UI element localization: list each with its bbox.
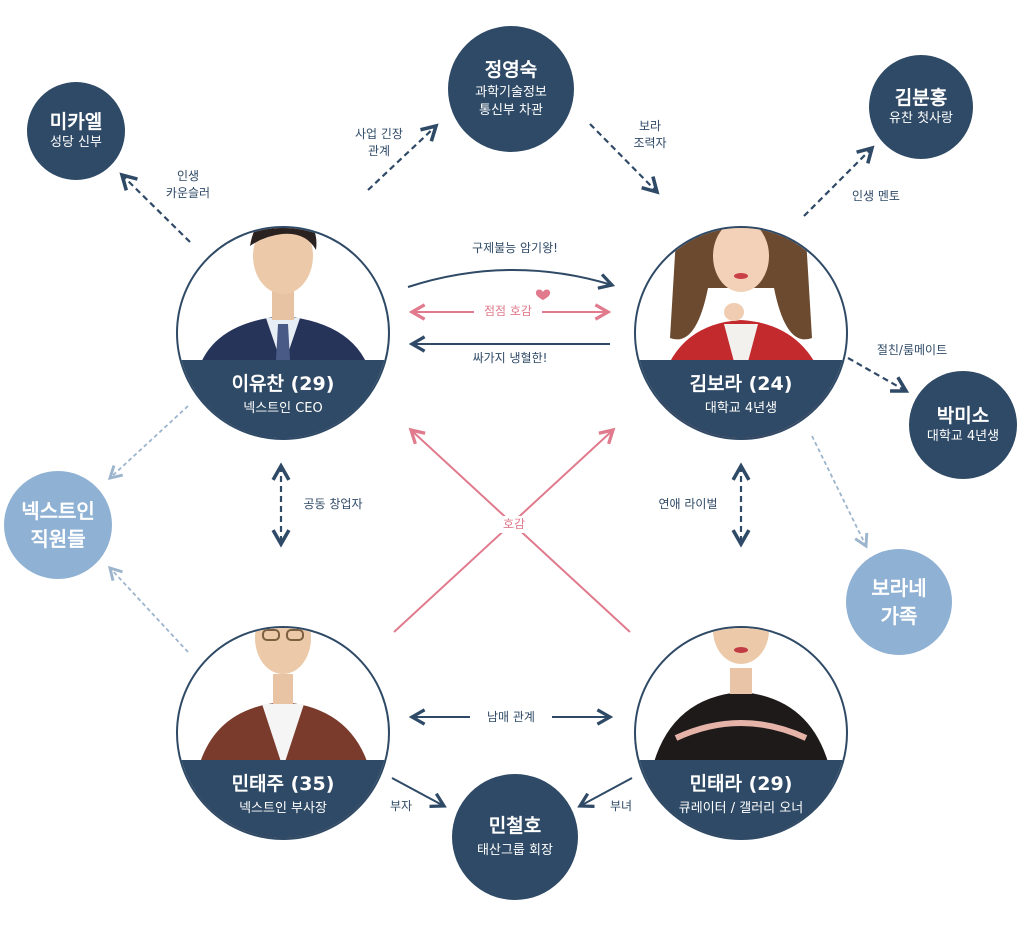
arrow-yoochan-staff — [107, 405, 189, 480]
label-love-rival: 연애 라이벌 — [658, 497, 718, 511]
node-michael: 미카엘 성당 신부 — [27, 82, 125, 180]
arrow-bora-miso — [847, 357, 910, 393]
label-best-friend: 절친/룸메이트 — [876, 343, 948, 357]
node-youngsook: 정영숙 과학기술정보 통신부 차관 — [448, 26, 574, 152]
node-cheolho-name: 민철호 — [488, 815, 542, 837]
node-miso-name: 박미소 — [936, 405, 990, 427]
arrow-yoochan-michael — [119, 172, 191, 243]
yoochan-name: 이유찬 (29) — [231, 373, 335, 395]
node-cheolho-sub: 태산그룹 회장 — [477, 843, 553, 858]
label-cofounder: 공동 창업자 — [303, 497, 363, 511]
label-attraction: 호감 — [494, 516, 534, 533]
node-cheolho: 민철호 태산그룹 회장 — [452, 774, 578, 900]
label-life-counselor: 인생 카운슬러 — [165, 169, 211, 200]
node-bunhong-sub: 유찬 첫사랑 — [889, 111, 953, 126]
node-youngsook-name: 정영숙 — [484, 59, 538, 81]
arrow-taera-cheolho — [577, 777, 633, 808]
taeju-name: 민태주 (35) — [231, 773, 335, 795]
label-business-tension: 사업 긴장 관계 — [355, 127, 403, 158]
node-staff: 넥스트인 직원들 — [4, 471, 112, 579]
portrait-yoochan: 이유찬 (29) 넥스트인 CEO — [176, 226, 390, 440]
arrow-taeju-staff — [108, 565, 189, 653]
taera-name: 민태라 (29) — [689, 773, 793, 795]
node-bunhong: 김분홍 유찬 첫사랑 — [869, 55, 973, 159]
node-youngsook-sub: 과학기술정보 통신부 차관 — [475, 85, 547, 118]
taeju-sub: 넥스트인 부사장 — [239, 801, 327, 816]
label-siblings: 남매 관계 — [470, 709, 552, 726]
bora-band: 김보라 (24) 대학교 4년생 — [636, 360, 846, 438]
label-bora-helper: 보라 조력자 — [633, 119, 667, 150]
arrow-yoochan-to-bora — [407, 269, 616, 290]
yoochan-sub: 넥스트인 CEO — [243, 401, 323, 416]
node-michael-sub: 성당 신부 — [50, 135, 102, 150]
arrow-bora-bunhong — [803, 145, 875, 217]
arrow-youngsook-bora — [589, 123, 660, 195]
portrait-taeju: 민태주 (35) 넥스트인 부사장 — [176, 626, 390, 840]
label-rescue-crush: 구제불능 암기왕! — [472, 241, 558, 255]
taera-band: 민태라 (29) 큐레이터 / 갤러리 오너 — [636, 760, 846, 838]
node-family: 보라네 가족 — [846, 549, 952, 655]
label-life-mentor: 인생 멘토 — [852, 189, 900, 203]
arrow-bora-family — [811, 435, 869, 549]
label-growing-feelings: 점점 호감 — [474, 303, 542, 320]
node-michael-name: 미카엘 — [49, 111, 103, 133]
bora-name: 김보라 (24) — [689, 373, 793, 395]
portrait-taera: 민태라 (29) 큐레이터 / 갤러리 오너 — [634, 626, 848, 840]
arrow-taeju-cheolho — [391, 777, 447, 808]
bora-sub: 대학교 4년생 — [704, 401, 778, 416]
node-family-name: 보라네 가족 — [871, 576, 927, 628]
heart-icon — [535, 289, 551, 300]
taeju-band: 민태주 (35) 넥스트인 부사장 — [178, 760, 388, 838]
portrait-bora: 김보라 (24) 대학교 4년생 — [634, 226, 848, 440]
node-miso-sub: 대학교 4년생 — [926, 429, 1000, 444]
node-staff-name: 넥스트인 직원들 — [21, 499, 95, 551]
node-miso: 박미소 대학교 4년생 — [909, 371, 1017, 479]
node-bunhong-name: 김분홍 — [894, 87, 948, 109]
label-father-daughter: 부녀 — [609, 799, 633, 813]
label-father-son: 부자 — [389, 799, 413, 813]
arrow-yoochan-youngsook — [367, 123, 439, 191]
yoochan-band: 이유찬 (29) 넥스트인 CEO — [178, 360, 388, 438]
label-rude-cold: 싸가지 냉혈한! — [472, 351, 548, 365]
taera-sub: 큐레이터 / 갤러리 오너 — [678, 801, 804, 816]
